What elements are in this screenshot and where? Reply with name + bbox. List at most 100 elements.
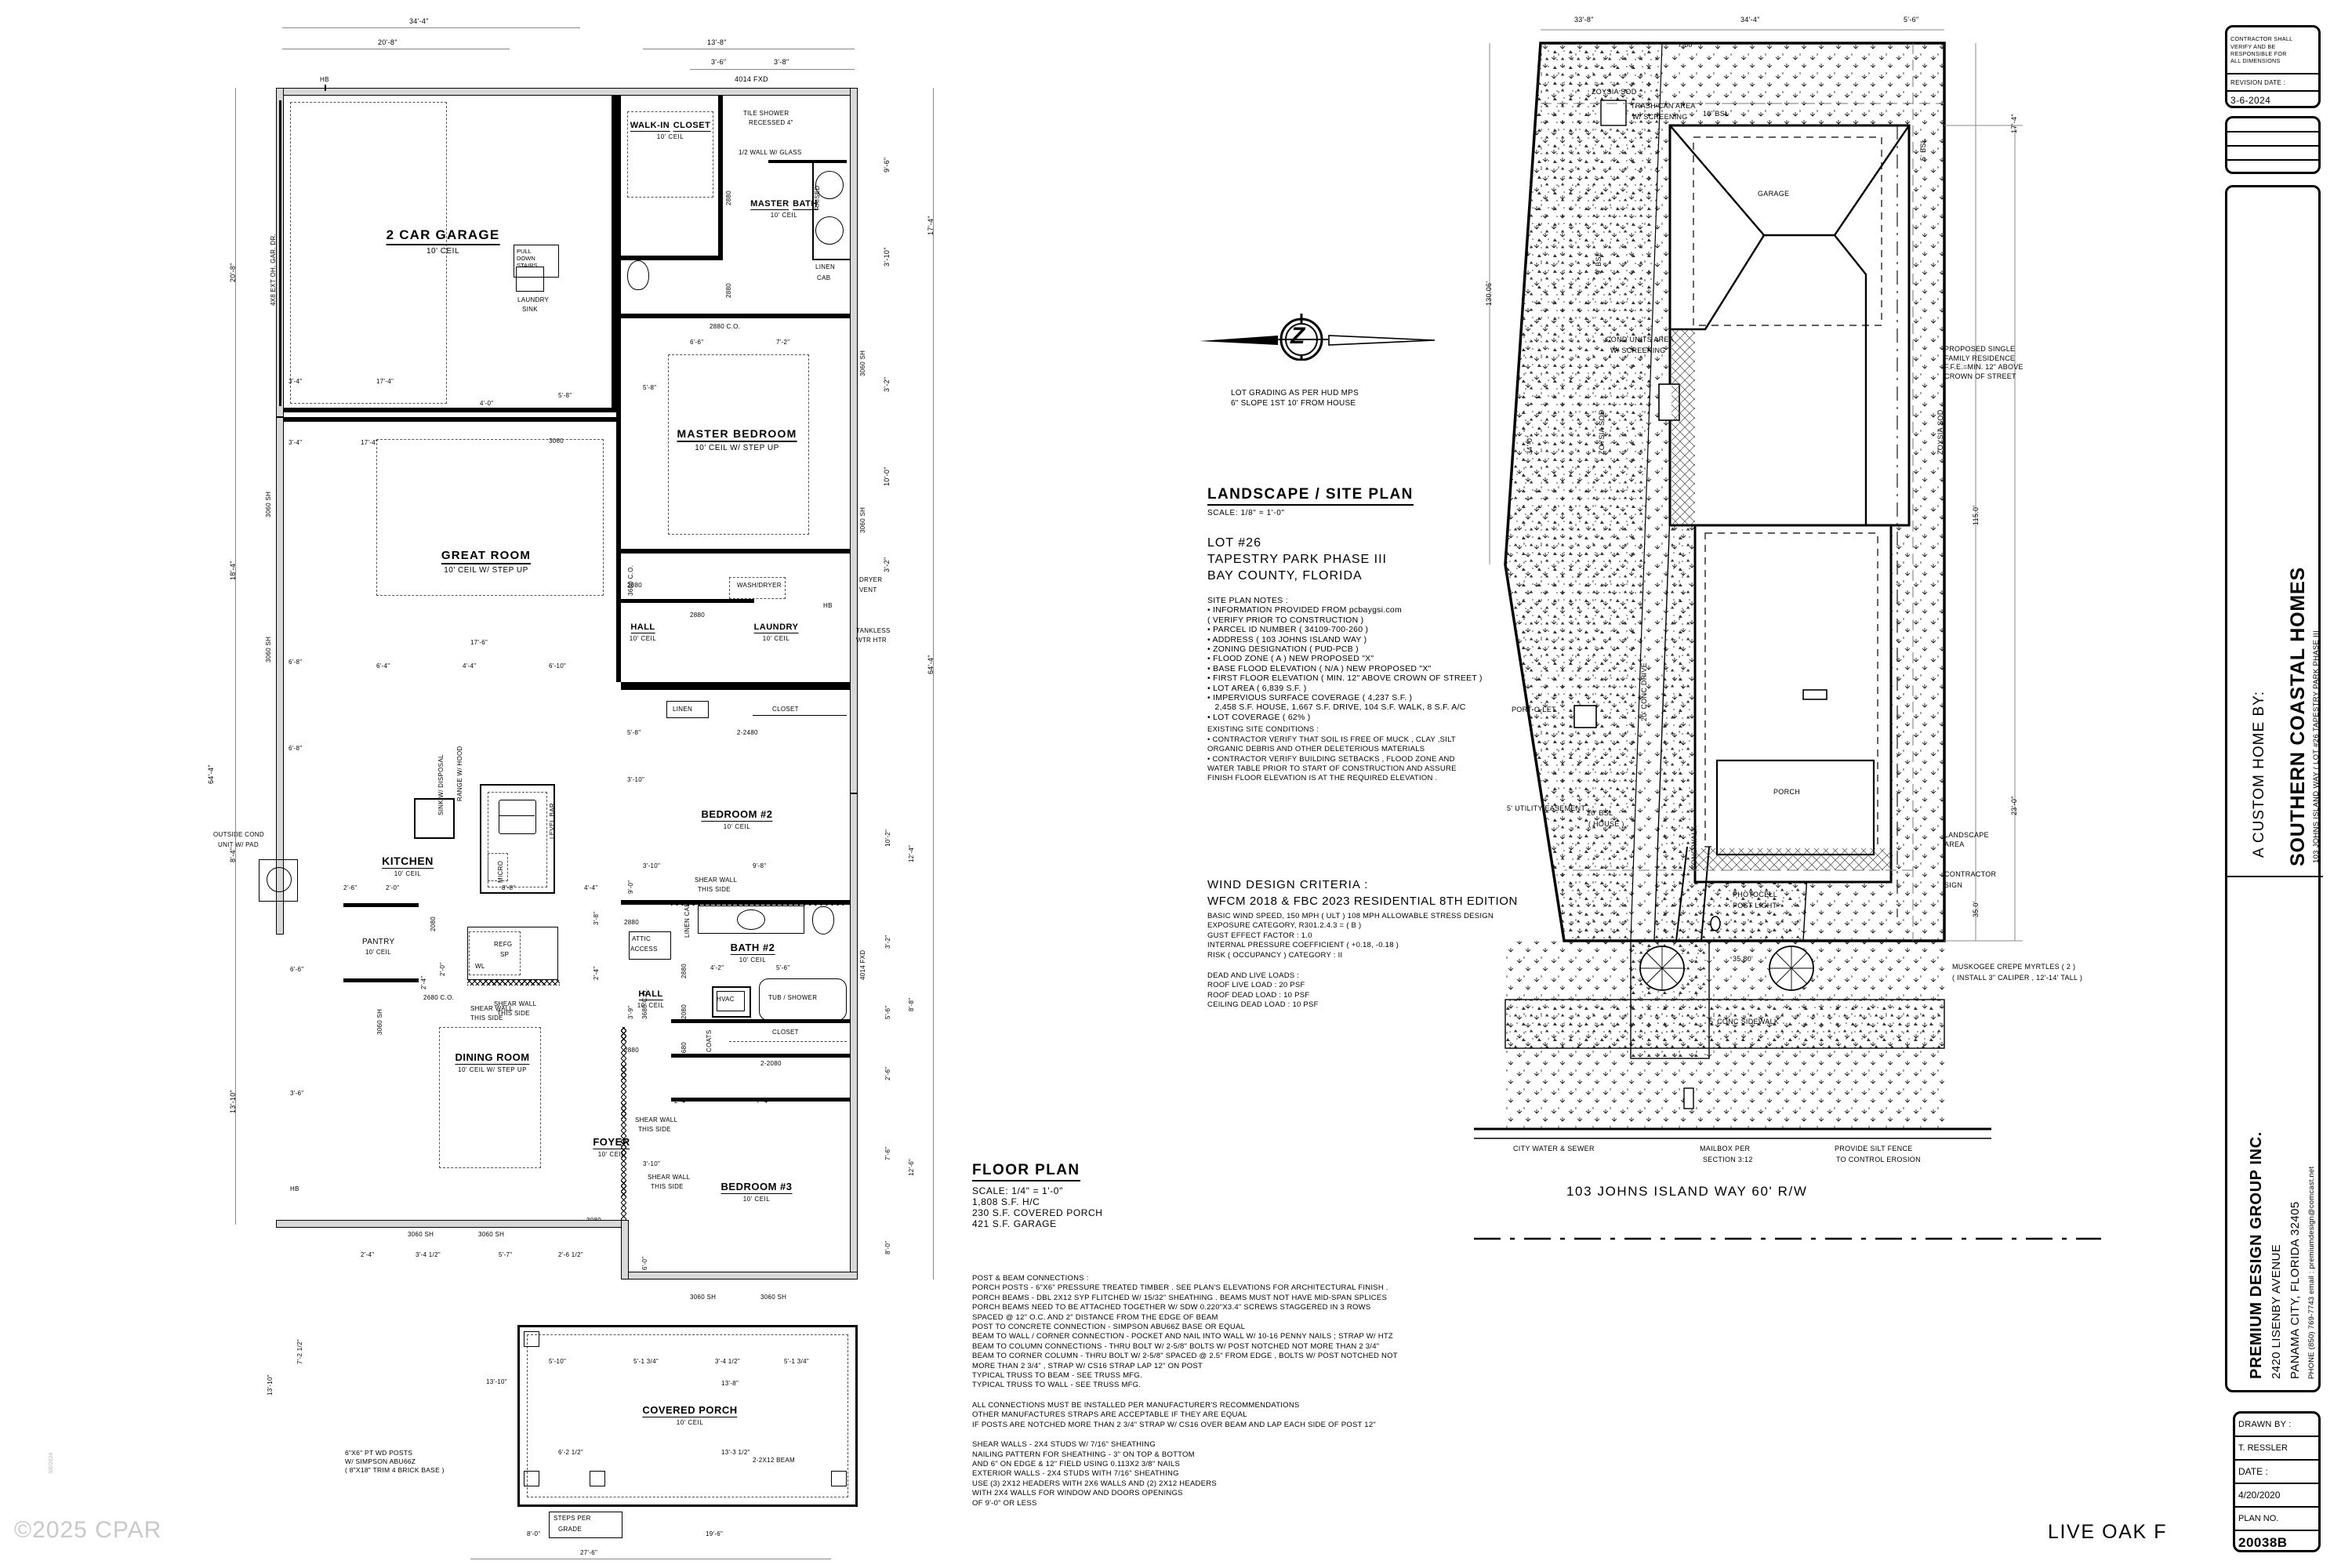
- steps-label: STEPS PER: [554, 1515, 591, 1522]
- dim-interior: 7'-4": [757, 1098, 771, 1105]
- site-plan-title: LANDSCAPE / SITE PLAN: [1207, 486, 1414, 506]
- bath2-vanity: [698, 906, 804, 934]
- site-plan-svg: [1474, 29, 2101, 1240]
- room-label: 2 CAR GARAGE: [386, 227, 500, 245]
- room-2-car-garage: 2 CAR GARAGE 10' CEIL: [386, 227, 500, 256]
- post-beam-note-2: PORCH BEAMS NEED TO BE ATTACHED TOGETHER…: [972, 1303, 1371, 1312]
- plan-name-label: LIVE OAK F: [2048, 1521, 2168, 1543]
- dim-porch: 5'-1 3/4": [633, 1358, 659, 1365]
- site-note-2: • PARCEL ID NUMBER ( 34109-700-260 ): [1207, 625, 1369, 635]
- dim-label: 34'-4": [408, 17, 430, 25]
- dim-interior: 8'-8": [502, 884, 516, 891]
- shear-wall-hatch-3: [621, 1027, 626, 1220]
- door-tag-2880-f: 2880: [624, 919, 639, 926]
- shower-wall: [768, 160, 847, 163]
- window-tag-3060sh-e: 3060 SH: [376, 1008, 383, 1035]
- site-note-7: • FIRST FLOOR ELEVATION ( MIN. 12" ABOVE…: [1207, 673, 1483, 684]
- site-dim-top-inner: 7.60': [1678, 41, 1694, 49]
- dim-right: 17'-4": [927, 216, 935, 235]
- site-label-contractor-sign-2: SIGN: [1944, 881, 1963, 889]
- dim-label: 3'-6": [710, 58, 728, 66]
- dim-interior: 3'-8": [593, 911, 600, 925]
- dim-interior: 5'-6": [776, 964, 790, 971]
- room-label: FOYER: [593, 1136, 630, 1149]
- floor-plan-area-0: 1,808 S.F. H/C: [972, 1196, 1040, 1207]
- dim-right: 3'-2": [883, 557, 891, 572]
- dim-right: 3'-2": [883, 376, 891, 392]
- site-label-zoysia-sod-1: ZOYSIA SOD: [1592, 88, 1637, 96]
- site-dim-east-lower: 35.0': [1972, 901, 1980, 917]
- cond-unit-label-2: UNIT W/ PAD: [218, 841, 259, 848]
- existing-heading: EXISTING SITE CONDITIONS :: [1207, 725, 1319, 735]
- site-label-city-water: CITY WATER & SEWER: [1513, 1145, 1595, 1152]
- coats-label: COATS: [706, 1029, 713, 1052]
- load-0: ROOF LIVE LOAD : 20 PSF: [1207, 981, 1305, 990]
- dim-porch: 6'-2 1/2": [558, 1449, 583, 1456]
- site-dim-top-right: 5'-6": [1904, 16, 1919, 24]
- shear-note-5: WITH 2X4 WALLS FOR WINDOW AND DOORS OPEN…: [972, 1489, 1183, 1498]
- master-bath-wall-south: [616, 314, 850, 318]
- room-master-bath: MASTER BATH 10' CEIL: [750, 196, 818, 219]
- existing-note-1: ORGANIC DEBRIS AND OTHER DELETERIOUS MAT…: [1207, 745, 1425, 754]
- site-label-garage: GARAGE: [1758, 190, 1790, 198]
- door-tag-2080-b: 2080: [681, 1004, 688, 1019]
- dim-right: 7'-6": [884, 1146, 891, 1160]
- laundry-wall-south: [621, 682, 850, 686]
- dim-garage-bottom-b: 17'-4": [376, 378, 394, 385]
- site-note-3: • ADDRESS ( 103 JOHNS ISLAND WAY ): [1207, 634, 1367, 644]
- door-tag-3680co: 3680 C.O.: [627, 564, 634, 596]
- room-ceiling: 10' CEIL: [629, 635, 657, 642]
- window-tag-3060sh: 3060 SH: [859, 350, 866, 376]
- room-covered-porch: COVERED PORCH 10' CEIL: [642, 1403, 738, 1426]
- pantry-wall-north: [343, 903, 419, 907]
- wind-line-4: RISK ( OCCUPANCY ) CATEGORY : II: [1207, 950, 1343, 960]
- dim-right: 2'-6": [884, 1066, 891, 1080]
- existing-note-2: • CONTRACTOR VERIFY BUILDING SETBACKS , …: [1207, 754, 1455, 764]
- porch-post-3: [590, 1471, 605, 1486]
- dim-right: 3'-2": [884, 935, 891, 949]
- wl-label: WL: [475, 963, 485, 970]
- revision-slot-1[interactable]: [2227, 118, 2318, 132]
- cond-unit-fan: [267, 867, 292, 892]
- dim-porch: 5'-1 3/4": [784, 1358, 809, 1365]
- title-block-project-section: A CUSTOM HOME BY: SOUTHERN COASTAL HOMES…: [2227, 187, 2323, 877]
- tankless-label: TANKLESS: [856, 627, 891, 634]
- room-ceiling: 10' CEIL: [676, 1419, 704, 1426]
- door-tag-2880-b: 2880: [725, 283, 732, 298]
- dim-interior: 6'-10": [549, 662, 567, 670]
- wind-code: WFCM 2018 & FBC 2023 RESIDENTIAL 8TH EDI…: [1207, 895, 1518, 908]
- dim-label: 13'-8": [706, 38, 728, 46]
- drawn-by-label-row: DRAWN BY :: [2235, 1414, 2318, 1437]
- shear-wall-note-5b: THIS SIDE: [638, 1126, 671, 1133]
- dim-left-line: [235, 88, 236, 1225]
- bath2-toilet: [812, 906, 834, 935]
- dim-right: 12'-4": [908, 844, 915, 862]
- site-label-contractor-sign: CONTRACTOR: [1944, 870, 1997, 878]
- dryer-vent-label-2: VENT: [859, 586, 877, 593]
- revision-slot-4[interactable]: [2227, 161, 2318, 175]
- site-label-port-o-let: PORT-O-LET: [1512, 706, 1556, 713]
- exterior-wall-foyer-east: [621, 1220, 629, 1279]
- kitchen-sink-divider: [499, 815, 535, 817]
- bath2-closet-south: [671, 1054, 850, 1058]
- revision-slot-3[interactable]: [2227, 147, 2318, 161]
- street-label: 103 JOHNS ISLAND WAY 60' R/W: [1566, 1184, 1808, 1199]
- title-block-firm-section: PREMIUM DESIGN GROUP INC. 2420 LISENBY A…: [2227, 877, 2323, 1395]
- floor-plan-drawing: 34'-4" 20'-8" 13'-8" 3'-6" 3'-8" 4014 FX…: [0, 0, 1398, 1568]
- door-tag-1680: 1680: [681, 1042, 688, 1057]
- shear-wall-note-1b: THIS SIDE: [470, 1014, 503, 1022]
- revision-slot-2[interactable]: [2227, 132, 2318, 147]
- dim-interior-c: 17'-4": [361, 439, 379, 446]
- post-beam-note-7: BEAM TO CORNER COLUMN - THRU BOLT W/ 2-5…: [972, 1352, 1398, 1361]
- dim-bottom-overall: 27'-6": [580, 1549, 598, 1556]
- revision-date-label: REVISION DATE :: [2230, 78, 2286, 86]
- connection-note-1: OTHER MANUFACTURES STRAPS ARE ACCEPTABLE…: [972, 1410, 1247, 1420]
- shear-wall-note-5: SHEAR WALL: [635, 1116, 678, 1123]
- site-note-6: • BASE FLOOD ELEVATION ( N/A ) NEW PROPO…: [1207, 663, 1432, 673]
- dim-interior: 4'-4": [584, 884, 598, 891]
- dim-left: 20'-8": [229, 263, 237, 282]
- site-dim-west: 130.06': [1485, 281, 1493, 306]
- dim-right: 12'-6": [908, 1158, 915, 1176]
- shear-wall-note-4: SHEAR WALL: [648, 1174, 691, 1181]
- site-dim-garage-w: 17'-4": [2010, 114, 2018, 133]
